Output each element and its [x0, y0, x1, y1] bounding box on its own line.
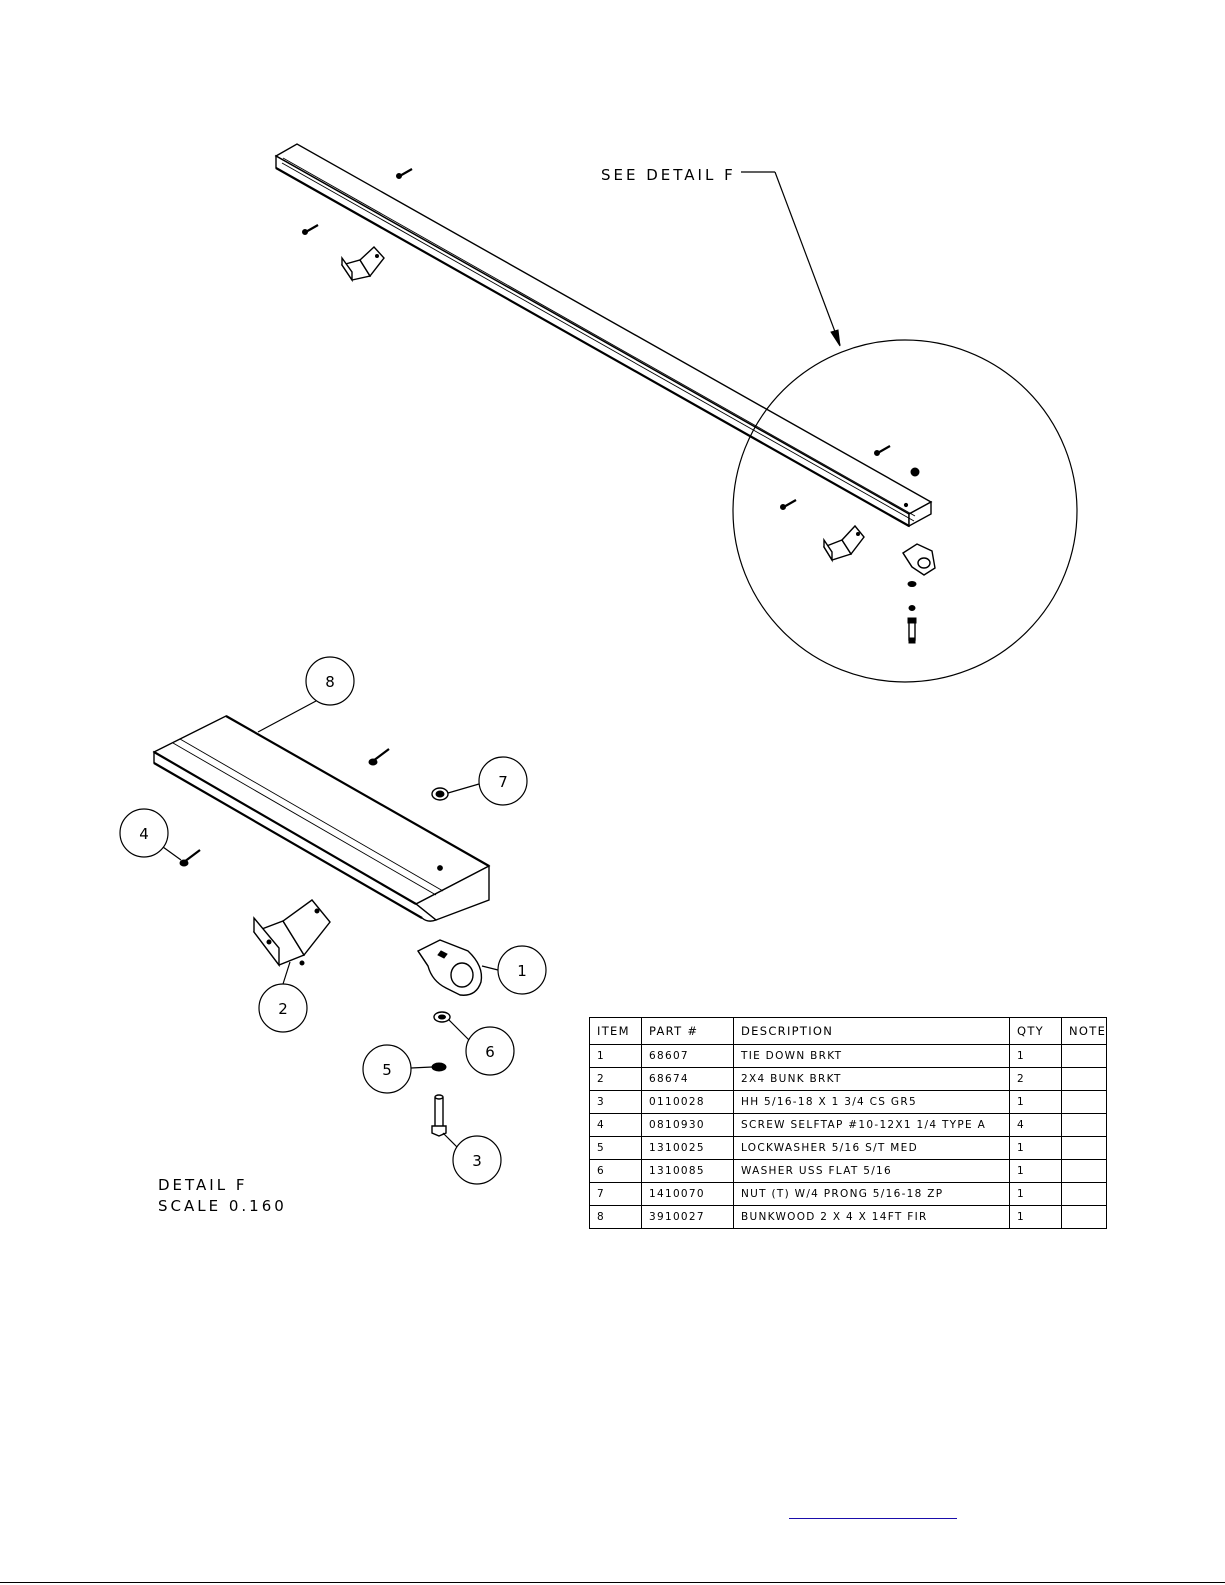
screw-icon — [302, 224, 319, 235]
balloon-8: 8 — [257, 656, 355, 733]
cell-description: SCREW SELFTAP #10-12X1 1/4 TYPE A — [733, 1113, 1010, 1137]
screw-icon — [179, 849, 201, 867]
cell-part: 0810930 — [641, 1113, 734, 1137]
flat-washer-icon — [433, 1011, 451, 1023]
cell-description: LOCKWASHER 5/16 S/T MED — [733, 1136, 1010, 1160]
detail-circle — [732, 339, 1078, 683]
cell-note — [1060, 1159, 1108, 1183]
detail-f-exploded-view: 8 7 4 1 2 6 5 — [119, 656, 547, 1185]
balloon-5: 5 — [362, 1044, 433, 1094]
bolt-icon — [907, 617, 917, 644]
svg-text:4: 4 — [139, 825, 149, 843]
lockwasher-icon — [431, 1062, 447, 1072]
cell-qty: 1 — [1009, 1090, 1062, 1114]
svg-text:8: 8 — [325, 673, 335, 691]
balloon-4: 4 — [119, 808, 182, 861]
svg-text:2: 2 — [278, 1000, 288, 1018]
cell-description: TIE DOWN BRKT — [733, 1044, 1010, 1068]
balloon-7: 7 — [447, 756, 528, 806]
page-bottom-rule — [0, 1582, 1225, 1583]
cell-qty: 1 — [1009, 1136, 1062, 1160]
cell-note — [1060, 1136, 1108, 1160]
col-header-part: PART # — [641, 1017, 734, 1045]
cell-note — [1060, 1113, 1108, 1137]
cell-item: 8 — [589, 1205, 642, 1229]
balloon-1: 1 — [481, 945, 547, 995]
balloon-2: 2 — [258, 961, 308, 1033]
table-row: 4 0810930 SCREW SELFTAP #10-12X1 1/4 TYP… — [589, 1113, 1108, 1137]
screw-icon — [396, 168, 413, 179]
cell-part: 1410070 — [641, 1182, 734, 1206]
bunk-bracket-icon — [340, 246, 385, 283]
table-row: 2 68674 2X4 BUNK BRKT 2 — [589, 1067, 1108, 1091]
cell-qty: 1 — [1009, 1044, 1062, 1068]
cell-qty: 1 — [1009, 1159, 1062, 1183]
screw-icon — [368, 748, 390, 766]
cell-note — [1060, 1067, 1108, 1091]
table-row: 5 1310025 LOCKWASHER 5/16 S/T MED 1 — [589, 1136, 1108, 1160]
cell-qty: 4 — [1009, 1113, 1062, 1137]
cell-note — [1060, 1090, 1108, 1114]
cell-part: 1310025 — [641, 1136, 734, 1160]
table-row: 3 0110028 HH 5/16-18 X 1 3/4 CS GR5 1 — [589, 1090, 1108, 1114]
balloon-3: 3 — [442, 1132, 502, 1185]
cell-item: 3 — [589, 1090, 642, 1114]
cell-description: BUNKWOOD 2 X 4 X 14FT FIR — [733, 1205, 1010, 1229]
tie-down-bracket-icon — [902, 543, 936, 576]
cell-qty: 1 — [1009, 1205, 1062, 1229]
cell-description: 2X4 BUNK BRKT — [733, 1067, 1010, 1091]
col-header-note: NOTE — [1060, 1017, 1108, 1045]
cell-item: 4 — [589, 1113, 642, 1137]
balloon-6: 6 — [448, 1019, 515, 1076]
cell-note — [1060, 1044, 1108, 1068]
see-detail-callout: SEE DETAIL F — [601, 166, 736, 184]
svg-text:6: 6 — [485, 1043, 495, 1061]
hyperlink-underline[interactable] — [789, 1518, 957, 1519]
detail-label: DETAIL F — [158, 1176, 247, 1194]
cell-qty: 1 — [1009, 1182, 1062, 1206]
bolt-icon — [431, 1094, 447, 1137]
cell-description: NUT (T) W/4 PRONG 5/16-18 ZP — [733, 1182, 1010, 1206]
svg-text:7: 7 — [498, 773, 508, 791]
cell-item: 5 — [589, 1136, 642, 1160]
cell-part: 68674 — [641, 1067, 734, 1091]
bunk-bracket-icon — [252, 899, 331, 968]
cell-note — [1060, 1205, 1108, 1229]
bill-of-materials-table: ITEM PART # DESCRIPTION QTY NOTE 1 68607… — [589, 1017, 1108, 1229]
table-row: 1 68607 TIE DOWN BRKT 1 — [589, 1044, 1108, 1068]
cell-item: 6 — [589, 1159, 642, 1183]
cell-part: 1310085 — [641, 1159, 734, 1183]
prong-nut-icon — [910, 467, 920, 477]
table-row: 7 1410070 NUT (T) W/4 PRONG 5/16-18 ZP 1 — [589, 1182, 1108, 1206]
table-row: 8 3910027 BUNKWOOD 2 X 4 X 14FT FIR 1 — [589, 1205, 1108, 1229]
detail-scale: SCALE 0.160 — [158, 1197, 287, 1215]
svg-text:5: 5 — [382, 1061, 392, 1079]
cell-part: 3910027 — [641, 1205, 734, 1229]
table-header-row: ITEM PART # DESCRIPTION QTY NOTE — [589, 1017, 1108, 1045]
cell-note — [1060, 1182, 1108, 1206]
cell-item: 1 — [589, 1044, 642, 1068]
bunk-bracket-icon — [822, 524, 865, 563]
svg-text:1: 1 — [517, 962, 527, 980]
screw-icon — [874, 445, 891, 456]
table-row: 6 1310085 WASHER USS FLAT 5/16 1 — [589, 1159, 1108, 1183]
cell-item: 2 — [589, 1067, 642, 1091]
cell-description: HH 5/16-18 X 1 3/4 CS GR5 — [733, 1090, 1010, 1114]
col-header-description: DESCRIPTION — [733, 1017, 1010, 1045]
prong-nut-icon — [431, 787, 449, 801]
svg-text:3: 3 — [472, 1152, 482, 1170]
col-header-item: ITEM — [589, 1017, 642, 1045]
cell-description: WASHER USS FLAT 5/16 — [733, 1159, 1010, 1183]
cell-part: 0110028 — [641, 1090, 734, 1114]
col-header-qty: QTY — [1009, 1017, 1062, 1045]
cell-item: 7 — [589, 1182, 642, 1206]
tie-down-bracket-icon — [416, 939, 483, 996]
bunk-board-assembly — [274, 143, 1078, 683]
cell-part: 68607 — [641, 1044, 734, 1068]
cell-qty: 2 — [1009, 1067, 1062, 1091]
screw-icon — [780, 499, 797, 510]
